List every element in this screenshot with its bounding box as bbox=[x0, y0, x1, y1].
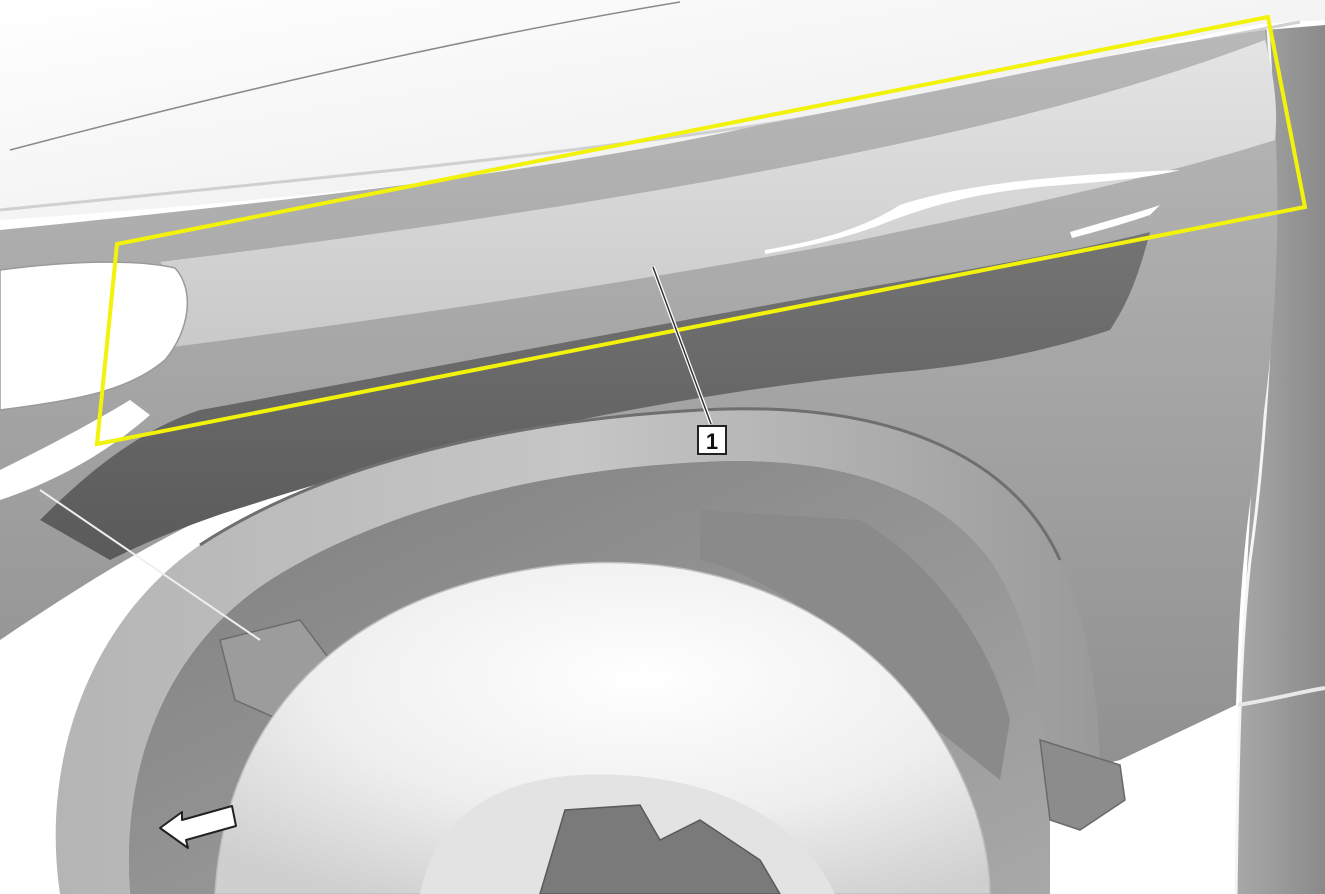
highlight-outline bbox=[94, 14, 1308, 447]
headlamp-opening bbox=[0, 261, 188, 411]
wheel-rim bbox=[539, 804, 781, 894]
trim-highlight-lower bbox=[1070, 205, 1160, 238]
side-trim-highlight bbox=[765, 170, 1180, 254]
callout-label: 1 bbox=[706, 429, 718, 454]
door-panel bbox=[1235, 25, 1325, 894]
callout-1: 1 bbox=[697, 425, 727, 455]
callout-leader-line-core bbox=[652, 266, 712, 425]
fender-flare-molding bbox=[40, 232, 1150, 560]
tire bbox=[214, 561, 991, 894]
callout-box bbox=[697, 425, 727, 455]
fender-upper-surface bbox=[150, 40, 1277, 350]
hood-surface bbox=[0, 0, 1325, 220]
hood-edge-line bbox=[9, 1, 681, 151]
front-bumper-edge bbox=[0, 400, 150, 500]
rocker-line bbox=[1237, 686, 1325, 707]
mud-flap-bracket bbox=[1039, 738, 1126, 831]
left-arrow-icon bbox=[159, 805, 237, 849]
wheel-arch-edge bbox=[199, 407, 1062, 561]
panel-seam bbox=[39, 489, 261, 641]
fender-body bbox=[0, 30, 1278, 790]
wheel-arch-trim bbox=[55, 408, 1100, 894]
